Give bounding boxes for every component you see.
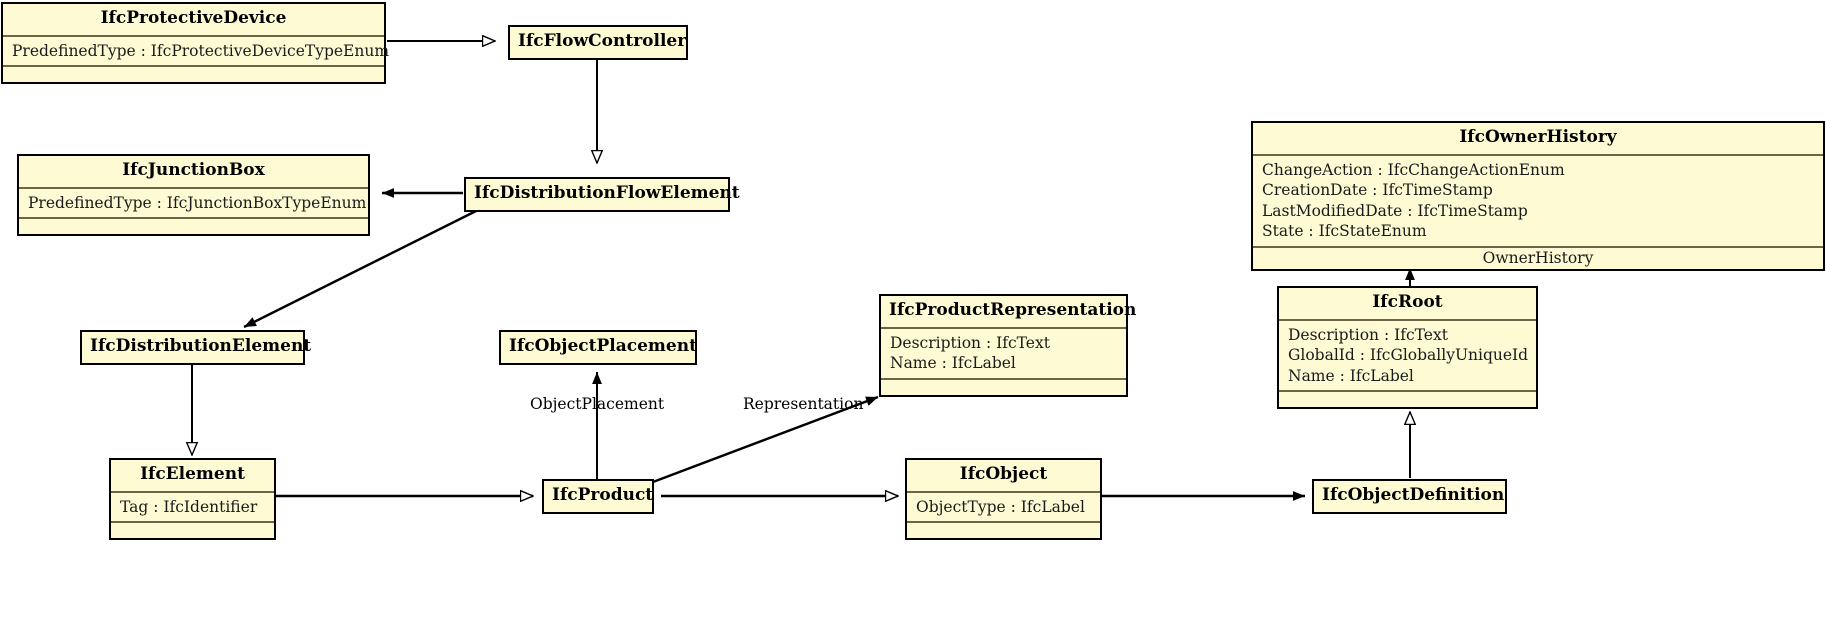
compartment-divider [3,34,384,37]
class-box-ifcroot[interactable]: IfcRoot Description : IfcText GlobalId :… [1277,286,1538,410]
attribute-row: PredefinedType : IfcProtectiveDeviceType… [12,41,390,60]
class-box-ifcprotectivedevice[interactable]: IfcProtectiveDevice PredefinedType : Ifc… [1,2,390,85]
compartment-divider [111,521,274,524]
class-box-ifcproductrepresentation[interactable]: IfcProductRepresentation Description : I… [879,294,1137,397]
class-box-ifcobject[interactable]: IfcObject ObjectType : IfcLabel [905,458,1102,541]
class-title: IfcObjectPlacement [509,336,697,356]
compartment-divider [881,377,1126,380]
class-box-ifcobjectdefinition[interactable]: IfcObjectDefinition [1312,479,1507,514]
class-box-ifcflowcontroller[interactable]: IfcFlowController [508,25,688,60]
attribute-row: Tag : IfcIdentifier [120,497,258,516]
class-operations [881,380,1126,395]
class-box-ifcelement[interactable]: IfcElement Tag : IfcIdentifier [109,458,276,541]
class-attributes: ChangeAction : IfcChangeActionEnum Creat… [1253,156,1823,246]
class-operations [111,523,274,538]
class-attributes: Tag : IfcIdentifier [111,493,274,522]
class-title: IfcFlowController [518,31,687,51]
class-attributes: Description : IfcText GlobalId : IfcGlob… [1279,321,1536,391]
class-title: IfcOwnerHistory [1459,127,1617,147]
class-operations [3,67,384,82]
class-box-ifcjunctionbox[interactable]: IfcJunctionBox PredefinedType : IfcJunct… [17,154,370,237]
class-title: IfcProtectiveDevice [100,8,287,28]
attribute-row: LastModifiedDate : IfcTimeStamp [1262,201,1528,220]
attribute-row: State : IfcStateEnum [1262,222,1427,241]
edge-label-representation: Representation [743,395,864,413]
attribute-row: GlobalId : IfcGloballyUniqueId [1288,346,1529,365]
class-box-ifcdistributionflowelement[interactable]: IfcDistributionFlowElement [464,177,740,212]
class-box-ifcownerhistory[interactable]: IfcOwnerHistory ChangeAction : IfcChange… [1251,121,1825,272]
class-title: IfcProduct [552,485,654,505]
compartment-divider [881,326,1126,329]
class-attributes: PredefinedType : IfcProtectiveDeviceType… [3,37,390,66]
compartment-divider [111,490,274,493]
class-title: IfcRoot [1372,292,1443,312]
class-title: IfcElement [140,464,245,484]
attribute-row: ChangeAction : IfcChangeActionEnum [1262,160,1565,179]
compartment-divider [19,186,368,189]
attribute-row: Description : IfcText [890,333,1050,352]
compartment-divider [1253,245,1823,248]
class-attributes: Description : IfcText Name : IfcLabel [881,329,1126,378]
class-box-ifcdistributionelement[interactable]: IfcDistributionElement [80,330,312,365]
attribute-row: Name : IfcLabel [1288,366,1414,385]
class-title: IfcDistributionFlowElement [474,183,740,203]
class-box-ifcproduct[interactable]: IfcProduct [542,479,654,514]
class-title: IfcProductRepresentation [889,300,1137,320]
compartment-divider [907,521,1100,524]
compartment-divider [19,217,368,220]
compartment-divider [907,490,1100,493]
attribute-row: Description : IfcText [1288,325,1448,344]
attribute-row: ObjectType : IfcLabel [916,497,1085,516]
class-attributes: PredefinedType : IfcJunctionBoxTypeEnum [19,189,368,218]
attribute-row: PredefinedType : IfcJunctionBoxTypeEnum [28,193,367,212]
compartment-divider [1279,390,1536,393]
class-box-ifcobjectplacement[interactable]: IfcObjectPlacement [499,330,697,365]
attribute-row: Name : IfcLabel [890,354,1016,373]
class-attributes: ObjectType : IfcLabel [907,493,1100,522]
attribute-row: CreationDate : IfcTimeStamp [1262,181,1493,200]
class-title: IfcObject [959,464,1048,484]
class-operations: OwnerHistory [1482,248,1594,267]
class-operations [1279,392,1536,407]
compartment-divider [1253,153,1823,156]
compartment-divider [3,65,384,68]
class-title: IfcDistributionElement [90,336,312,356]
class-operations [907,523,1100,538]
edge-label-objectplacement: ObjectPlacement [530,395,665,413]
class-operations [19,219,368,234]
class-title: IfcObjectDefinition [1322,485,1505,505]
compartment-divider [1279,318,1536,321]
class-title: IfcJunctionBox [122,160,265,180]
